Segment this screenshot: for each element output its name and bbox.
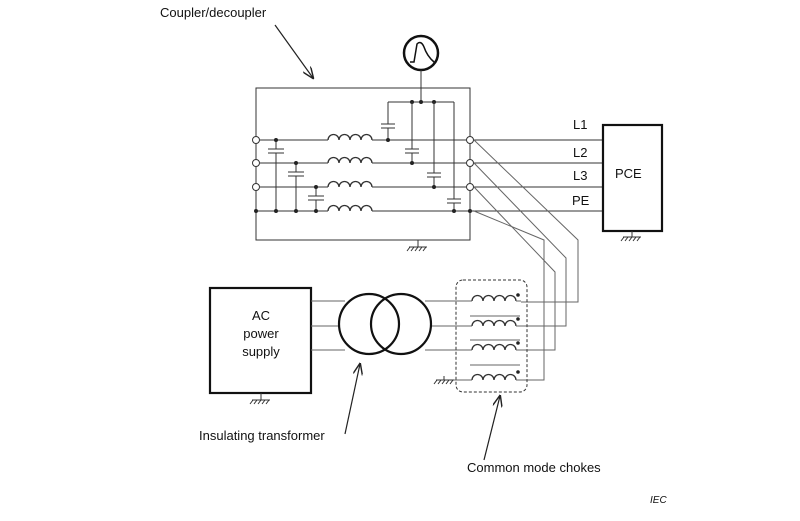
iec-label: IEC bbox=[650, 495, 667, 506]
l2-label: L2 bbox=[573, 145, 587, 160]
ac-label-line2: power bbox=[243, 326, 279, 341]
right-terminals bbox=[466, 136, 474, 191]
left-terminals bbox=[252, 136, 260, 191]
pce-label: PCE bbox=[615, 166, 642, 181]
ac-ground-icon bbox=[249, 393, 270, 405]
supply-lines bbox=[311, 300, 462, 351]
coupler-ground-icon bbox=[406, 240, 427, 252]
common-mode-chokes-box bbox=[455, 279, 528, 393]
choke-connection-lines bbox=[473, 139, 579, 381]
coupler-inductors bbox=[327, 133, 373, 212]
surge-generator-icon bbox=[402, 34, 440, 102]
ac-label-line1: AC bbox=[252, 308, 270, 323]
transformer-icon bbox=[337, 292, 433, 356]
l1-label: L1 bbox=[573, 117, 587, 132]
choke-ground-icon bbox=[433, 376, 454, 385]
transformer-pointer-arrow bbox=[344, 364, 360, 435]
pce-ground-icon bbox=[620, 231, 641, 242]
decoupling-capacitors bbox=[254, 138, 324, 213]
coupler-pointer-arrow bbox=[274, 24, 313, 78]
ac-label-line3: supply bbox=[242, 344, 280, 359]
pe-label: PE bbox=[572, 193, 590, 208]
coupler-decoupler-label: Coupler/decoupler bbox=[160, 5, 267, 20]
l3-label: L3 bbox=[573, 168, 587, 183]
chokes-label: Common mode chokes bbox=[467, 460, 601, 475]
coupling-capacitors bbox=[381, 100, 472, 213]
pce-feed-lines bbox=[470, 139, 603, 212]
choke-coils bbox=[444, 293, 521, 381]
transformer-label: Insulating transformer bbox=[199, 428, 325, 443]
coupler-decoupler-box bbox=[255, 87, 471, 241]
chokes-pointer-arrow bbox=[483, 396, 500, 461]
